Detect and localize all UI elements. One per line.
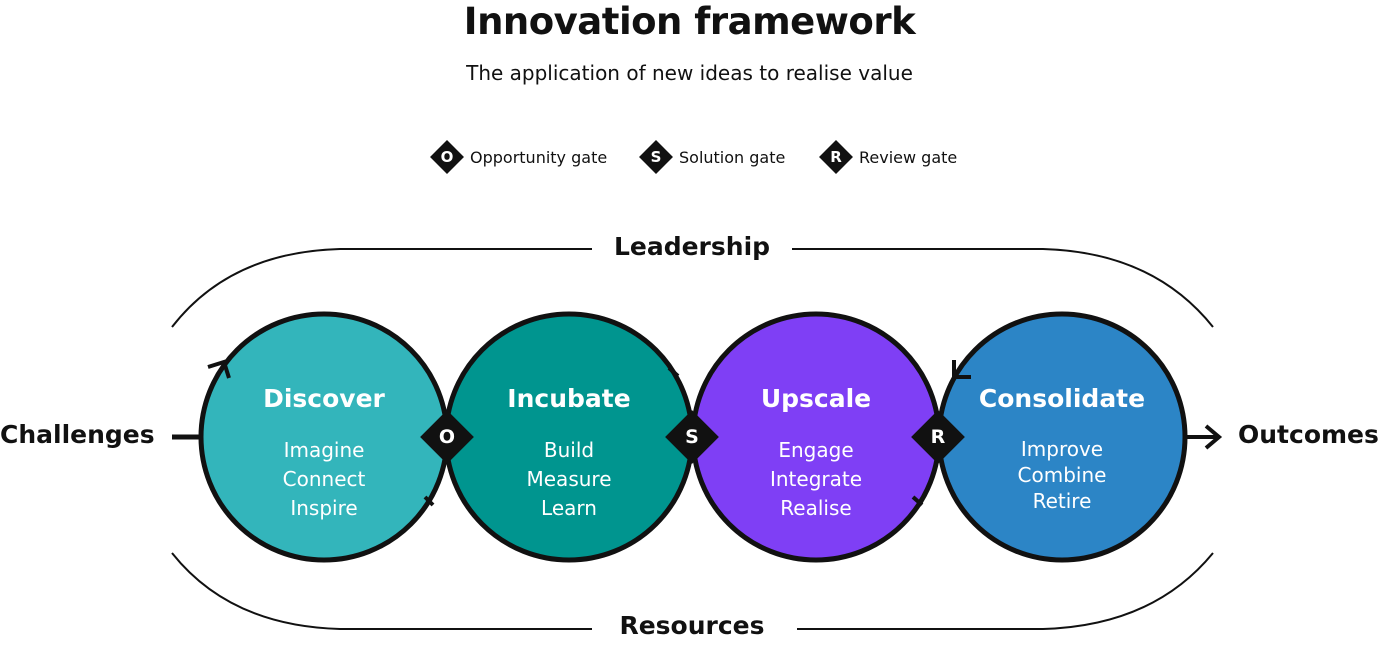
upscale-tick-icon: [911, 495, 924, 507]
gate-letter: O: [438, 426, 456, 448]
stage-items: Build Measure Learn: [449, 436, 689, 523]
stage-item: Engage: [778, 438, 854, 462]
leadership-label: Leadership: [613, 232, 771, 261]
legend-review-gate: R Review gate: [819, 140, 957, 174]
legend-opportunity-gate: O Opportunity gate: [430, 140, 607, 174]
stage-item: Improve: [1020, 437, 1104, 461]
stage-name: Consolidate: [978, 384, 1146, 413]
legend-solution-gate: S Solution gate: [639, 140, 785, 174]
stage-item: Combine: [1017, 463, 1107, 487]
stage-items: Improve Combine Retire: [942, 436, 1182, 514]
discover-arrow-icon: [207, 359, 231, 379]
gate-letter: R: [930, 426, 946, 448]
review-gate-icon: R: [819, 140, 853, 174]
resources-label: Resources: [619, 611, 765, 640]
stage-upscale: Upscale Engage Integrate Realise: [696, 384, 936, 523]
stage-name: Upscale: [760, 384, 872, 413]
page-title: Innovation framework: [463, 0, 916, 43]
stage-name: Discover: [263, 384, 385, 413]
stage-item: Learn: [541, 496, 597, 520]
consolidate-arrow-icon: [952, 360, 971, 379]
stage-items: Imagine Connect Inspire: [204, 436, 444, 523]
stage-consolidate: Consolidate Improve Combine Retire: [942, 384, 1182, 514]
discover-tick-icon: [423, 495, 435, 507]
stage-item: Inspire: [290, 496, 358, 520]
opportunity-gate: O: [420, 410, 474, 464]
stage-discover: Discover Imagine Connect Inspire: [204, 384, 444, 523]
resources-bracket-right: [797, 552, 1214, 630]
stage-item: Measure: [526, 467, 612, 491]
solution-gate-icon: S: [639, 140, 673, 174]
leadership-bracket-left: [171, 248, 592, 328]
solution-gate: S: [665, 410, 719, 464]
stage-items: Engage Integrate Realise: [696, 436, 936, 523]
stage-incubate: Incubate Build Measure Learn: [449, 384, 689, 523]
legend-label: Review gate: [859, 147, 958, 167]
stage-item: Imagine: [283, 438, 365, 462]
resources-bracket-left: [171, 552, 592, 630]
challenges-label: Challenges: [0, 420, 155, 449]
stage-item: Realise: [780, 496, 852, 520]
stage-item: Integrate: [769, 467, 863, 491]
gate-letter: S: [685, 426, 699, 448]
legend-label: Opportunity gate: [470, 147, 608, 167]
stage-item: Connect: [282, 467, 366, 491]
opportunity-gate-icon: O: [430, 140, 464, 174]
page-subtitle: The application of new ideas to realise …: [466, 61, 913, 85]
review-gate: R: [911, 410, 965, 464]
stage-item: Retire: [1032, 489, 1092, 513]
legend-label: Solution gate: [679, 147, 786, 167]
leadership-bracket-right: [792, 248, 1214, 328]
incubate-tick-icon: [667, 366, 680, 378]
stage-name: Incubate: [507, 384, 631, 413]
stage-item: Build: [543, 438, 595, 462]
outcomes-arrowhead-icon: [1204, 424, 1223, 450]
outcomes-label: Outcomes: [1238, 420, 1379, 449]
